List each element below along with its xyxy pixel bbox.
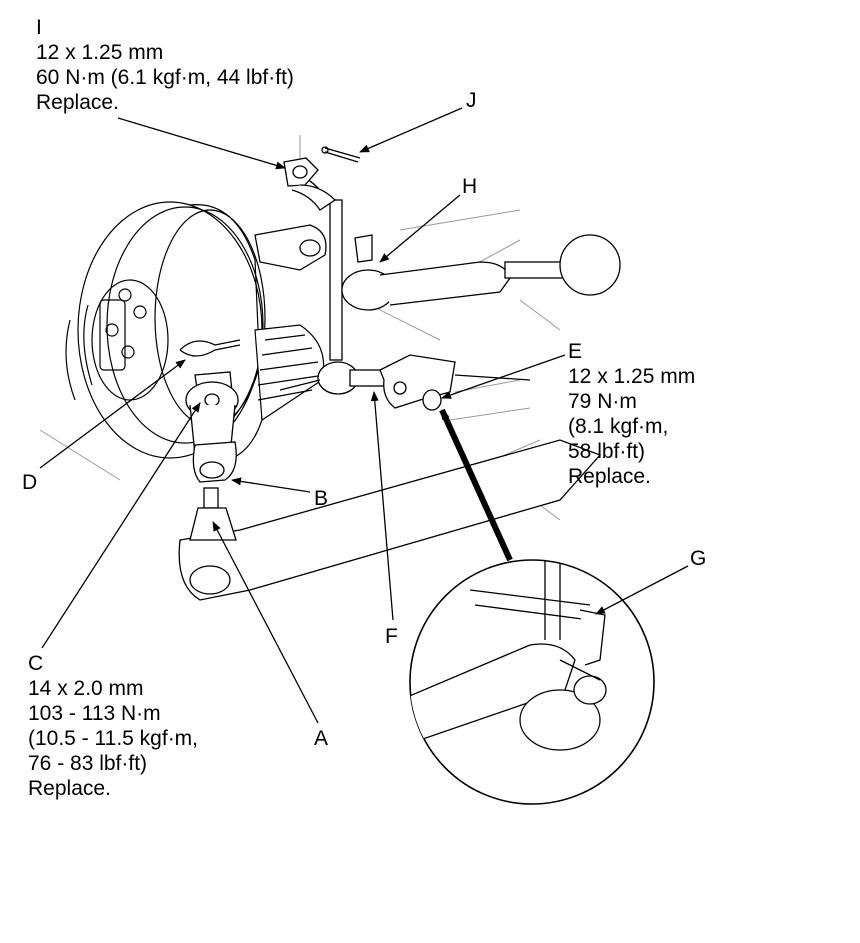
callout-torque-alt1: (10.5 - 11.5 kgf·m, — [28, 727, 199, 750]
callout-torque-alt2: 58 lbf·ft) — [568, 440, 646, 463]
leader-e — [441, 354, 566, 399]
callout-letter: I — [36, 16, 42, 39]
brake-disc-hub — [65, 201, 266, 463]
label-a: A — [314, 727, 329, 750]
ball-joint-boot — [192, 441, 237, 483]
callout-torque: 79 N·m — [568, 390, 637, 413]
lock-nut — [283, 157, 337, 211]
label-h: H — [462, 175, 478, 198]
callout-torque-alt1: (8.1 kgf·m, — [568, 415, 669, 438]
stabilizer-bracket — [379, 354, 531, 411]
callout-note: Replace. — [28, 777, 111, 800]
cotter-pin — [179, 339, 241, 357]
detail-pointer — [439, 408, 513, 562]
label-d: D — [22, 471, 38, 494]
callout-size: 12 x 1.25 mm — [36, 41, 164, 64]
callout-torque-alt2: 76 - 83 lbf·ft) — [28, 752, 148, 775]
leader-f — [370, 391, 394, 621]
leader-j — [359, 107, 463, 153]
leader-h — [379, 194, 461, 263]
callout-torque: 60 N·m (6.1 kgf·m, 44 lbf·ft) — [36, 66, 294, 89]
detail-circle — [409, 559, 655, 805]
leader-i — [117, 117, 286, 170]
callout-note: Replace. — [36, 91, 119, 114]
callout-torque: 103 - 113 N·m — [28, 702, 161, 725]
callout-size: 12 x 1.25 mm — [568, 365, 696, 388]
label-b: B — [314, 487, 329, 510]
leader-b — [231, 477, 311, 493]
leader-a — [212, 521, 319, 724]
callout-i: I 12 x 1.25 mm 60 N·m (6.1 kgf·m, 44 lbf… — [36, 15, 294, 115]
cv-boot — [254, 324, 325, 422]
callout-c: C 14 x 2.0 mm 103 - 113 N·m (10.5 - 11.5… — [28, 651, 198, 801]
knuckle-arm — [254, 224, 327, 271]
callout-letter: E — [568, 340, 583, 363]
leader-c — [41, 402, 201, 649]
callout-note: Replace. — [568, 465, 651, 488]
cotter-pin-j — [321, 146, 361, 163]
leader-d — [39, 359, 186, 469]
label-f: F — [385, 625, 398, 648]
leader-g — [595, 565, 689, 615]
leader-lines — [39, 107, 689, 724]
callout-letter: C — [28, 652, 44, 675]
callout-size: 14 x 2.0 mm — [28, 677, 144, 700]
callout-e: E 12 x 1.25 mm 79 N·m (8.1 kgf·m, 58 lbf… — [568, 339, 695, 489]
tie-rod-end — [341, 234, 621, 311]
label-j: J — [466, 89, 477, 112]
lower-arm — [178, 439, 602, 601]
label-g: G — [690, 547, 707, 570]
